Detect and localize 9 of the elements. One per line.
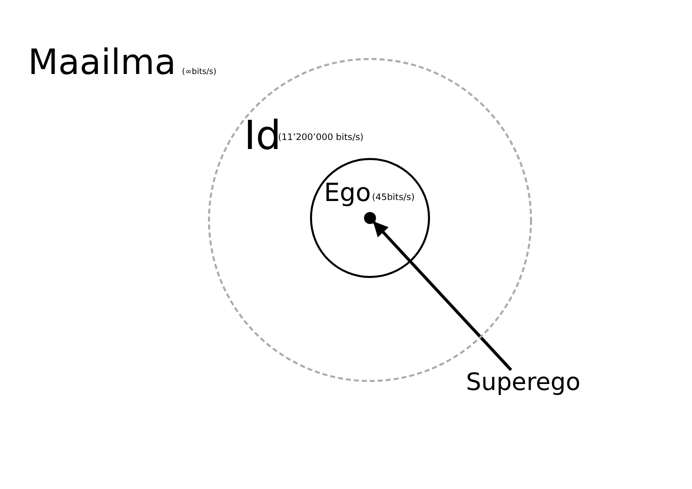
rate-label: (45bits/s): [372, 194, 415, 203]
rate-label: (∞bits/s): [182, 68, 216, 76]
dot: [364, 212, 376, 224]
region-name: Ego: [324, 180, 371, 205]
circle-outline: [310, 158, 430, 278]
arrow: [372, 221, 512, 372]
region-name: Superego: [466, 370, 580, 394]
rate-label: (11’200’000 bits/s): [278, 134, 364, 143]
region-name: Maailma: [28, 46, 176, 81]
